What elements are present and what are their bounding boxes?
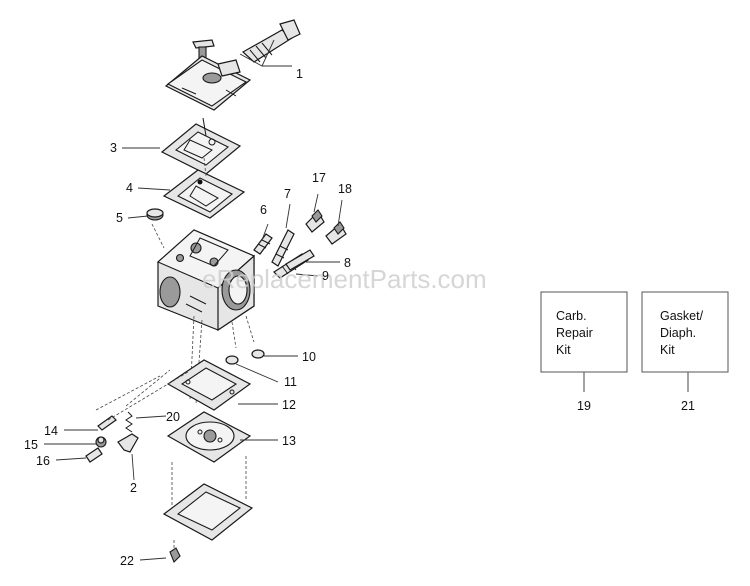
callout-17[interactable]: 17: [312, 171, 326, 185]
metering-cover[interactable]: [162, 456, 254, 541]
leader-lines: [44, 39, 689, 561]
part-2-lever[interactable]: [117, 433, 139, 453]
kit-gasket-line1: Gasket/: [660, 309, 704, 323]
part-17-limiter-cap[interactable]: [305, 209, 325, 233]
callout-11[interactable]: 11: [284, 375, 297, 389]
part-11-seal[interactable]: [225, 355, 239, 365]
callout-8[interactable]: 8: [344, 256, 351, 270]
kit-gasket-line2: Diaph.: [660, 326, 696, 340]
kit-gasket-line3: Kit: [660, 343, 675, 357]
callout-5[interactable]: 5: [116, 211, 123, 225]
part-7-needle[interactable]: [271, 229, 295, 267]
watermark-text: eReplacementParts.com: [202, 264, 487, 294]
callout-9[interactable]: 9: [322, 269, 329, 283]
part-22-screw[interactable]: [169, 540, 181, 563]
kit-carb-repair-box[interactable]: [540, 291, 628, 373]
callout-21[interactable]: 21: [681, 399, 695, 413]
callout-20[interactable]: 20: [166, 410, 180, 424]
part-10-seal[interactable]: [251, 349, 265, 359]
kit-carb-line3: Kit: [556, 343, 571, 357]
part-3-gasket[interactable]: [160, 117, 242, 175]
part-14-pin[interactable]: [97, 415, 117, 431]
part-15-screw[interactable]: [95, 436, 107, 448]
callout-1[interactable]: 1: [296, 67, 303, 81]
part-12-gasket[interactable]: [166, 359, 252, 411]
kit-carb-line2: Repair: [556, 326, 593, 340]
kit-carb-repair[interactable]: Carb. Repair Kit 19: [540, 291, 628, 413]
part-1-pump-cover-assembly[interactable]: [164, 19, 301, 111]
callout-18[interactable]: 18: [338, 182, 352, 196]
callout-7[interactable]: 7: [284, 187, 291, 201]
kit-gasket-diaphragm[interactable]: Gasket/ Diaph. Kit 21: [641, 291, 729, 413]
callout-4[interactable]: 4: [126, 181, 133, 195]
part-13-diaphragm[interactable]: [166, 411, 252, 463]
kit-gasket-box[interactable]: [641, 291, 729, 373]
part-4-pump-diaphragm[interactable]: [162, 157, 246, 219]
kit-carb-line1: Carb.: [556, 309, 587, 323]
callout-12[interactable]: 12: [282, 398, 296, 412]
lever-alignment-lines: [95, 369, 189, 421]
callout-15[interactable]: 15: [24, 438, 38, 452]
callout-3[interactable]: 3: [110, 141, 117, 155]
part-16-needle-valve[interactable]: [85, 447, 103, 463]
callout-14[interactable]: 14: [44, 424, 58, 438]
callout-16[interactable]: 16: [36, 454, 50, 468]
callout-6[interactable]: 6: [260, 203, 267, 217]
part-18-limiter-cap[interactable]: [325, 221, 347, 245]
callout-19[interactable]: 19: [577, 399, 591, 413]
callout-22[interactable]: 22: [120, 554, 134, 568]
callout-10[interactable]: 10: [302, 350, 316, 364]
part-9-needle[interactable]: [285, 249, 315, 271]
carburetor-body[interactable]: [151, 223, 256, 405]
part-20-spring[interactable]: [125, 411, 133, 433]
callout-13[interactable]: 13: [282, 434, 296, 448]
callout-2[interactable]: 2: [130, 481, 137, 495]
callout-numbers: 1 3 4 5 6 7 17 18 8 9 10 11 12 13 20 14 …: [24, 67, 352, 568]
part-5-welch-plug[interactable]: [146, 208, 164, 221]
